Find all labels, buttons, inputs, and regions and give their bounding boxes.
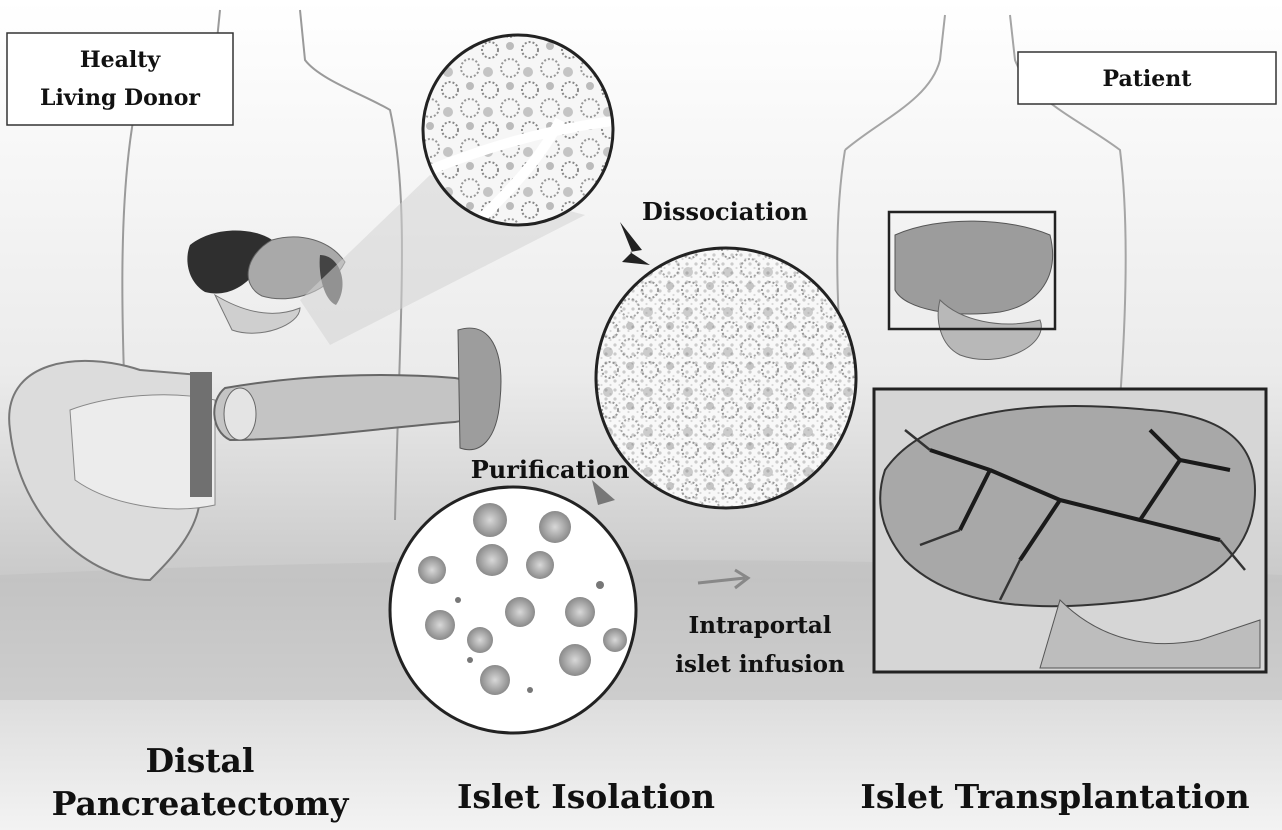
patient-label: Patient [1103, 66, 1193, 92]
dissociated-circle [596, 248, 856, 508]
infusion-label-line1: Intraportal [689, 612, 832, 639]
pancreas-cut-surface [224, 388, 256, 440]
caption-left-line1: Distal [146, 741, 255, 780]
caption-left-line2: Pancreatectomy [52, 784, 350, 823]
patient-liver-small [895, 221, 1053, 314]
infusion-label-line2: islet infusion [675, 651, 845, 678]
donor-label-line2: Living Donor [40, 85, 200, 111]
purification-label: Purification [471, 455, 630, 484]
resection-clamp [190, 372, 212, 497]
purified-islets-circle [390, 487, 636, 733]
caption-center: Islet Isolation [457, 777, 715, 816]
donor-label-line1: Healty [80, 47, 162, 73]
liver-large [880, 406, 1255, 606]
caption-right: Islet Transplantation [860, 777, 1249, 816]
dissociation-label: Dissociation [642, 197, 808, 226]
